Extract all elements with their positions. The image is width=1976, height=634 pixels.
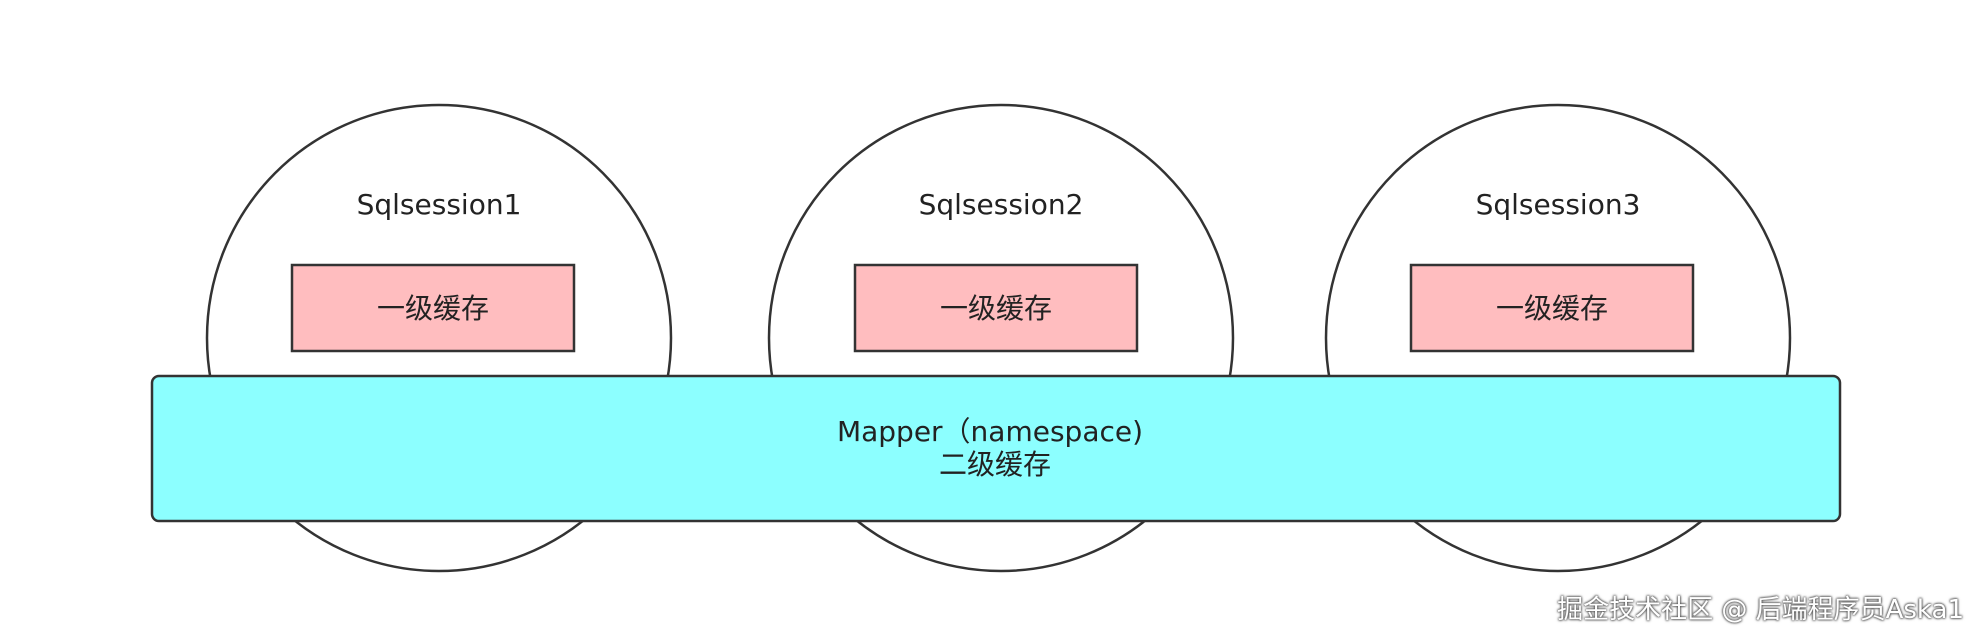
second-level-cache-label: 二级缓存 [939, 448, 1051, 481]
session-label-2: Sqlsession2 [919, 188, 1084, 221]
mapper-box [150, 374, 1842, 523]
first-level-cache-label-1: 一级缓存 [377, 292, 489, 325]
first-level-cache-box-2 [853, 263, 1139, 353]
watermark: 掘金技术社区 @ 后端程序员Aska1 [1557, 595, 1964, 625]
session-label-3: Sqlsession3 [1476, 188, 1641, 221]
first-level-cache-label-2: 一级缓存 [940, 292, 1052, 325]
mapper-label: Mapper（namespace) [837, 415, 1143, 448]
mapper-namespace: Mapper（namespace) 二级缓存 [150, 374, 1842, 523]
first-level-cache-box-3 [1409, 263, 1695, 353]
first-level-cache-label-3: 一级缓存 [1496, 292, 1608, 325]
session-label-1: Sqlsession1 [357, 188, 522, 221]
first-level-cache-box-1 [290, 263, 576, 353]
